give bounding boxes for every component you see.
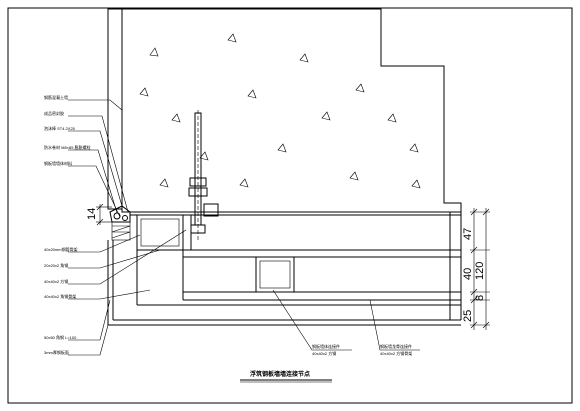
drawing-title: 浮筑钢板墙墙连接节点 — [240, 370, 332, 383]
label-square-tube: 40x40x2 方钢 — [44, 278, 68, 284]
bottom-leaders — [272, 289, 420, 351]
label-angle-50: 50x50 角钢 L=100 — [44, 334, 77, 340]
bottom-label-group: 钢板墙体连接件 40x40x2 方钢 钢板墙龙骨连接件 40x40x2 方钢骨架 — [312, 343, 412, 356]
label-waterproof: 防水卷材 M8×85 膨胀螺栓 — [44, 144, 91, 150]
bottom-label-1-line1: 钢板墙体连接件 — [312, 343, 340, 349]
label-sealant: 成品密封胶 — [44, 110, 64, 116]
label-wall-material: 钢板墙墙体材料 — [44, 160, 72, 166]
dim-40: 40 — [462, 268, 474, 280]
label-steel-plate: 3mm厚钢板面 — [44, 349, 69, 355]
dim-25: 25 — [462, 310, 474, 322]
label-angle-20: 20x20x2 角钢 — [44, 262, 68, 268]
dim-120: 120 — [474, 262, 486, 280]
dim-8: 8 — [474, 295, 486, 301]
dimension-left: 14 — [86, 203, 112, 226]
bottom-label-2-line2: 40x40x2 方钢骨架 — [380, 350, 412, 356]
left-leaders — [68, 99, 187, 356]
dimension-right: 47 40 120 8 25 — [462, 208, 490, 330]
label-foam-rod: 泡沫棒 ST4.2X25 — [44, 125, 76, 131]
left-label-list: 钢筋混凝土墙 成品密封胶 泡沫棒 ST4.2X25 防水卷材 M8×85 膨胀螺… — [44, 94, 91, 355]
label-steel-tube: 40x20mm钢管骨架 — [44, 246, 78, 252]
drawing-frame — [7, 7, 573, 404]
label-concrete-wall: 钢筋混凝土墙 — [44, 94, 68, 100]
bottom-label-1-line2: 40x40x2 方钢 — [312, 350, 336, 356]
dim-47: 47 — [462, 228, 474, 240]
label-angle-frame: 40x40x2 角钢骨架 — [44, 293, 76, 299]
dim-14: 14 — [86, 208, 98, 220]
anchor-bolt — [188, 110, 219, 240]
bottom-label-2-line1: 钢板墙龙骨连接件 — [380, 343, 412, 349]
title-text: 浮筑钢板墙墙连接节点 — [250, 370, 310, 378]
masonry-wall — [107, 8, 123, 210]
concrete-wall — [121, 8, 462, 213]
